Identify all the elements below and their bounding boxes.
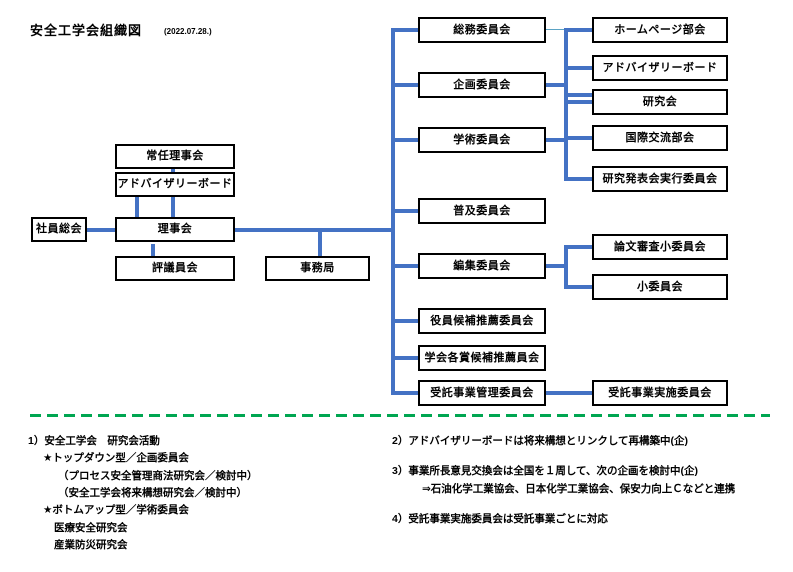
- section-divider: [30, 414, 770, 417]
- node-label: 役員候補推薦委員会: [430, 314, 534, 327]
- connector-advisory-to-board-left: [135, 196, 139, 218]
- node-middle-7[interactable]: 受託事業管理委員会: [418, 380, 546, 406]
- node-label: 小委員会: [637, 280, 683, 293]
- note-item: （安全工学会将来構想研究会／検討中）: [58, 486, 247, 499]
- connector-bus-to-secretariat: [318, 230, 322, 257]
- node-middle-0[interactable]: 総務委員会: [418, 17, 546, 43]
- connector-planning-stub: [546, 83, 568, 87]
- node-label: 常任理事会: [146, 150, 204, 162]
- node-label: 研究会: [642, 95, 678, 108]
- connector-bus-to-promotion: [391, 209, 420, 213]
- notes-left-column: 1）安全工学会 研究会活動 ★トップダウン型／企画委員会 （プロセス安全管理商法…: [28, 433, 258, 554]
- connector-planning-to-right-2: [564, 100, 592, 104]
- node-label: 受託事業実施委員会: [608, 386, 712, 399]
- node-right-7[interactable]: 受託事業実施委員会: [592, 380, 728, 406]
- node-label: 総務委員会: [453, 23, 511, 36]
- connector-board-to-councillors: [151, 244, 155, 257]
- connector-academic-to-right-4: [564, 177, 592, 181]
- node-middle-6[interactable]: 学会各賞候補推薦員会: [418, 345, 546, 371]
- note-item: 産業防災研究会: [54, 538, 128, 551]
- node-label: 事務局: [300, 262, 335, 274]
- node-right-3[interactable]: 国際交流部会: [592, 125, 728, 151]
- note-item: ★トップダウン型／企画委員会: [43, 452, 189, 465]
- node-label: ホームページ部会: [614, 23, 706, 36]
- note-item: 1）安全工学会 研究会活動: [28, 435, 160, 447]
- chart-title: 安全工学会組織図 (2022.07.28.): [30, 20, 212, 40]
- node-secretariat[interactable]: 事務局: [265, 256, 370, 281]
- note-item: 3）事業所長意見交換会は全国を１周して、次の企画を検討中(企): [392, 465, 698, 478]
- connector-planning-to-right-0: [564, 28, 592, 32]
- connector-board-to-main-bus: [233, 228, 395, 232]
- node-label: 企画委員会: [453, 78, 511, 91]
- note-item: ★ボトムアップ型／学術委員会: [43, 504, 189, 517]
- node-right-4[interactable]: 研究発表会実行委員会: [592, 166, 728, 192]
- node-label: 受託事業管理委員会: [430, 386, 534, 399]
- node-right-6[interactable]: 小委員会: [592, 274, 728, 300]
- connector-bus-to-award-nomination: [391, 356, 420, 360]
- node-label: 学会各賞候補推薦員会: [424, 351, 540, 364]
- connector-academic-to-right-3: [564, 136, 592, 140]
- node-middle-3[interactable]: 普及委員会: [418, 198, 546, 224]
- node-councillors[interactable]: 評議員会: [115, 256, 235, 281]
- connector-advisory-to-board-right: [171, 196, 175, 218]
- node-middle-2[interactable]: 学術委員会: [418, 127, 546, 153]
- connector-editorial-to-right-6: [564, 285, 592, 289]
- node-label: 編集委員会: [453, 259, 511, 272]
- chart-date: (2022.07.28.): [164, 27, 212, 36]
- connector-bus-to-editorial: [391, 264, 420, 268]
- node-label: 研究発表会実行委員会: [602, 172, 718, 185]
- note-spacer: [392, 450, 735, 463]
- connector-general-meeting-to-board: [85, 228, 117, 232]
- node-right-5[interactable]: 論文審査小委員会: [592, 234, 728, 260]
- editorial-sub-bus: [564, 245, 568, 289]
- node-advisory-board-left[interactable]: アドバイザリーボード: [115, 172, 235, 197]
- node-standing-directors[interactable]: 常任理事会: [115, 144, 235, 169]
- page-title: 安全工学会組織図: [30, 23, 143, 38]
- connector-academic-to-right-2: [564, 93, 592, 97]
- connector-general-affairs-to-homepage: [546, 29, 568, 30]
- node-label: 社員総会: [36, 223, 82, 235]
- node-board-of-directors[interactable]: 理事会: [115, 217, 235, 242]
- note-item: ⇒石油化学工業協会、日本化学工業協会、保安力向上Ｃなどと連携: [422, 482, 736, 495]
- node-label: 評議員会: [152, 262, 198, 274]
- note-item: 医療安全研究会: [54, 521, 128, 534]
- note-item: （プロセス安全管理商法研究会／検討中）: [58, 469, 258, 482]
- node-middle-5[interactable]: 役員候補推薦委員会: [418, 308, 546, 334]
- connector-entrusted-mgmt-to-impl: [546, 391, 592, 395]
- node-label: 普及委員会: [453, 204, 511, 217]
- connector-editorial-stub: [546, 264, 568, 268]
- connector-bus-to-planning: [391, 83, 420, 87]
- connector-bus-to-general-affairs: [391, 28, 420, 32]
- node-right-0[interactable]: ホームページ部会: [592, 17, 728, 43]
- note-item: 2）アドバイザリーボードは将来構想とリンクして再構築中(企): [392, 435, 689, 447]
- node-general-meeting[interactable]: 社員総会: [31, 217, 87, 242]
- connector-bus-to-academic: [391, 138, 420, 142]
- connector-bus-to-entrusted-mgmt: [391, 391, 420, 395]
- node-label: 国際交流部会: [625, 131, 695, 144]
- node-label: 理事会: [157, 223, 193, 235]
- note-item: 4）受託事業実施委員会は受託事業ごとに対応: [392, 512, 608, 525]
- node-right-2[interactable]: 研究会: [592, 89, 728, 115]
- connector-academic-stub: [546, 138, 568, 142]
- node-label: 論文審査小委員会: [614, 240, 706, 253]
- node-middle-1[interactable]: 企画委員会: [418, 72, 546, 98]
- notes-right-column: 2）アドバイザリーボードは将来構想とリンクして再構築中(企) 3）事業所長意見交…: [392, 433, 735, 528]
- connector-bus-to-officer-nomination: [391, 319, 420, 323]
- node-label: アドバイザリーボード: [117, 178, 233, 190]
- node-right-1[interactable]: アドバイザリーボード: [592, 55, 728, 81]
- node-middle-4[interactable]: 編集委員会: [418, 253, 546, 279]
- node-label: 学術委員会: [453, 133, 511, 146]
- connector-planning-to-right-1: [564, 66, 592, 70]
- note-spacer: [392, 498, 735, 511]
- node-label: アドバイザリーボード: [602, 61, 718, 74]
- connector-editorial-to-right-5: [564, 245, 592, 249]
